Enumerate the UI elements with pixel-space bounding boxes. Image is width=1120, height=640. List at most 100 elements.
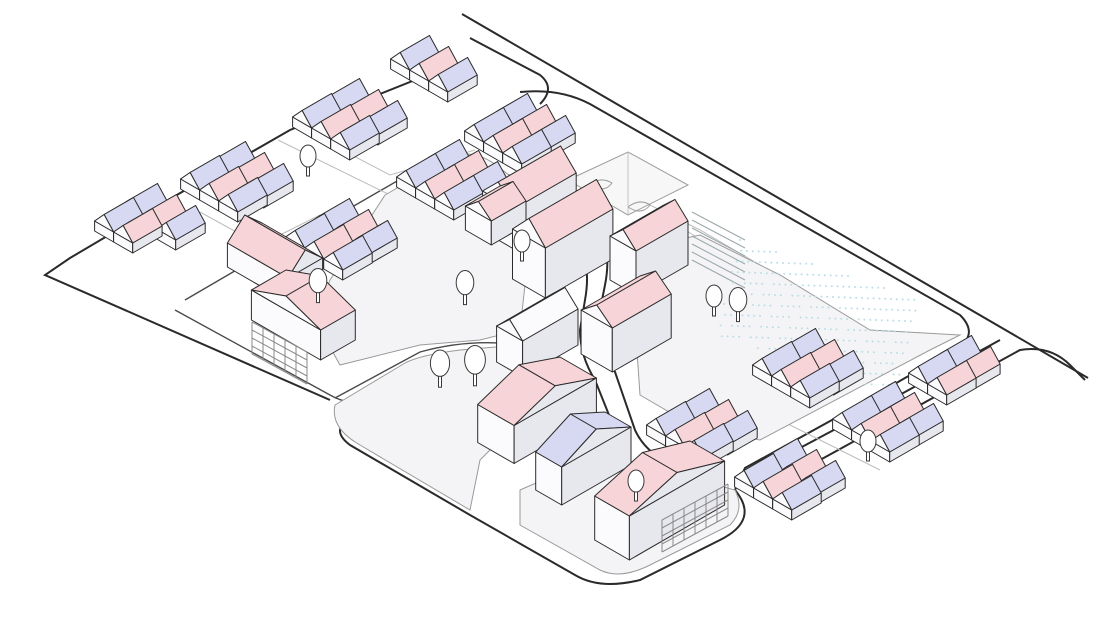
- building-gable: [428, 74, 449, 93]
- tree-icon: [455, 270, 475, 306]
- building-gable: [330, 132, 351, 151]
- stipple-dot: [772, 283, 775, 286]
- window-transom: [661, 491, 729, 529]
- building-gable: [483, 135, 504, 154]
- stipple-dot: [735, 260, 738, 263]
- stipple-dot: [776, 315, 779, 318]
- stipple-dot: [818, 327, 821, 330]
- stipple-dot: [817, 317, 819, 319]
- building-gable: [908, 366, 929, 385]
- stipple-dot: [873, 308, 876, 311]
- apartment-block: [464, 181, 527, 246]
- stipple-dot: [788, 316, 790, 318]
- tree-crown: [859, 429, 877, 453]
- stipple-dot: [740, 249, 743, 252]
- stipple-dot: [828, 317, 831, 320]
- stipple-dot: [877, 286, 880, 289]
- tree-crown: [308, 268, 328, 294]
- stipple-dot: [736, 271, 739, 274]
- stipple-dot: [880, 319, 883, 322]
- stipple-dot: [726, 335, 729, 338]
- stipple-dot: [897, 309, 899, 311]
- stipple-dot: [782, 262, 784, 264]
- stipple-dot: [835, 274, 838, 277]
- stipple-dot: [806, 273, 809, 276]
- stipple-dot: [898, 373, 901, 376]
- stipple-dot: [859, 286, 862, 289]
- parking-stripe: [691, 227, 746, 257]
- stipple-dot: [901, 352, 904, 355]
- building-gable: [323, 252, 344, 271]
- stipple-dot: [755, 282, 758, 285]
- stipple-dot: [906, 341, 909, 344]
- stipple-dot: [881, 373, 883, 375]
- stipple-dot: [787, 262, 790, 265]
- window-transom: [251, 329, 308, 361]
- stipple-dot: [813, 284, 816, 287]
- apartment-block: [580, 270, 672, 373]
- stipple-dot: [779, 294, 782, 297]
- stipple-dot: [841, 274, 844, 277]
- stipple-dot: [879, 362, 882, 365]
- stipple-dot: [747, 314, 750, 317]
- tree-crown: [464, 345, 486, 375]
- building-gable: [502, 146, 523, 165]
- window-transom: [251, 345, 308, 377]
- stipple-dot: [763, 304, 766, 307]
- stipple-dot: [836, 285, 839, 288]
- stipple-dot: [749, 336, 752, 339]
- tree-crown: [728, 287, 748, 313]
- building-gable: [628, 460, 726, 517]
- stipple-dot: [869, 318, 872, 321]
- townhouse-row: [390, 35, 478, 103]
- stipple-dot: [789, 273, 791, 275]
- stipple-dot: [762, 293, 765, 296]
- stipple-dot: [843, 350, 846, 353]
- stipple-dot: [775, 251, 777, 253]
- stipple-dot: [898, 319, 901, 322]
- stipple-dot: [882, 330, 884, 332]
- stipple-dot: [803, 295, 805, 297]
- stipple-dot: [913, 298, 916, 301]
- stipple-dot: [818, 274, 820, 276]
- stipple-dot: [866, 297, 869, 300]
- stipple-dot: [748, 271, 751, 274]
- stipple-dot: [820, 295, 823, 298]
- tree-crown: [705, 284, 723, 308]
- stipple-dot: [879, 308, 882, 311]
- stipple-dot: [810, 306, 812, 308]
- stipple-dot: [719, 324, 722, 327]
- stipple-dot: [801, 284, 804, 287]
- parking-stripe: [691, 243, 746, 273]
- townhouse-row: [94, 197, 163, 254]
- stipple-dot: [797, 294, 800, 297]
- stipple-dot: [829, 328, 832, 331]
- stipple-dot: [842, 339, 845, 342]
- stipple-dot: [790, 283, 793, 286]
- building-gable: [561, 426, 632, 468]
- stipple-dot: [737, 325, 739, 327]
- stipple-dot: [825, 285, 827, 287]
- stipple-dot: [908, 309, 911, 312]
- stipple-dot: [835, 328, 838, 331]
- stipple-dot: [774, 294, 776, 296]
- stipple-dot: [843, 296, 846, 299]
- stipple-dot: [796, 284, 798, 286]
- stipple-dot: [875, 372, 878, 375]
- stipple-dot: [884, 351, 887, 354]
- stipple-dot: [896, 352, 898, 354]
- stipple-dot: [858, 329, 861, 332]
- stipple-dot: [799, 316, 802, 319]
- window-transom: [661, 483, 729, 521]
- stipple-dot: [886, 319, 889, 322]
- building-gable: [390, 52, 411, 71]
- townhouse-row: [464, 107, 552, 175]
- stipple-dot: [823, 274, 826, 277]
- apartment-block: [535, 411, 632, 506]
- building-gable: [790, 380, 811, 399]
- stipple-dot: [894, 341, 897, 344]
- stipple-dot: [795, 327, 797, 329]
- stipple-dot: [854, 339, 857, 342]
- stipple-dot: [847, 328, 850, 331]
